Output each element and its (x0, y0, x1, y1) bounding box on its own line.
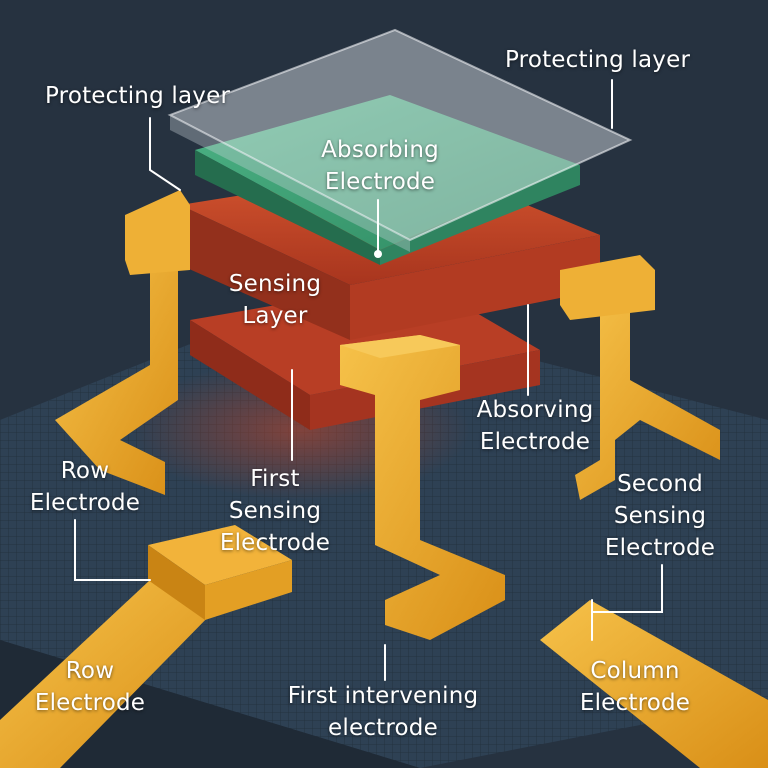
label-protecting-layer-left: Protecting layer (45, 80, 230, 112)
label-line: Row (65, 658, 115, 684)
row-electrode-pad-side (148, 545, 205, 620)
label-protecting-layer-right: Protecting layer (505, 44, 690, 76)
label-line: Electrode (579, 690, 691, 716)
clamp-right (560, 255, 655, 320)
label-line: Electrode (604, 535, 716, 561)
label-second-sensing-electrode: Second Sensing Electrode (595, 468, 725, 564)
label-line: electrode (328, 715, 438, 741)
protecting-layer-glass (167, 28, 633, 242)
label-line: Electrode (29, 490, 141, 516)
row-electrode-lower-bar (0, 580, 215, 768)
sensing-layer-front (350, 235, 600, 340)
leader-second-sensing (591, 564, 663, 613)
label-line: Layer (242, 303, 308, 329)
label-line: Sensing (613, 503, 707, 529)
leader-lines (74, 79, 663, 681)
label-line: Row (60, 458, 110, 484)
label-line: Electrode (479, 429, 591, 455)
label-row-electrode-lower: Row Electrode (20, 655, 160, 719)
label-absorving-electrode: Absorving Electrode (460, 394, 610, 458)
label-column-electrode: Column Electrode (565, 655, 705, 719)
label-absorbing-electrode: Absorbing Electrode (300, 134, 460, 198)
label-line: First intervening (287, 683, 479, 709)
row-electrode-pad-front (205, 560, 292, 620)
label-line: Sensing (228, 498, 322, 524)
label-line: Protecting layer (45, 83, 231, 109)
absorbing-electrode-top (195, 95, 580, 250)
front-clamp-top (340, 335, 460, 358)
row-electrode-leg (55, 258, 178, 495)
sensing-layer-side (180, 205, 350, 340)
label-line: Sensing (228, 271, 322, 297)
label-line: Second (617, 471, 703, 497)
row-electrode-pad-top (148, 525, 292, 585)
leader-protecting-left (149, 117, 181, 191)
absorbing-electrode-side (195, 150, 380, 265)
label-row-electrode-upper: Row Electrode (20, 455, 150, 519)
leader-row-upper (74, 519, 151, 581)
label-first-sensing-electrode: First Sensing Electrode (205, 463, 345, 559)
clamp-left (125, 190, 190, 275)
anchor-dot-absorbing (374, 250, 382, 258)
first-sensing-electrode-side (190, 320, 310, 430)
absorbing-electrode-front (380, 165, 580, 265)
label-line: Absorving (476, 397, 594, 423)
label-line: Protecting layer (505, 47, 691, 73)
label-line: Column (590, 658, 680, 684)
label-line: First (250, 466, 300, 492)
label-line: Electrode (34, 690, 146, 716)
label-first-intervening-electrode: First intervening electrode (268, 680, 498, 744)
column-electrode-bar (540, 600, 768, 768)
label-line: Electrode (324, 169, 436, 195)
label-sensing-layer: Sensing Layer (215, 268, 335, 332)
label-line: Absorbing (321, 137, 439, 163)
second-sensing-electrode-leg (575, 290, 720, 500)
label-line: Electrode (219, 530, 331, 556)
first-intervening-electrode-leg (340, 335, 505, 640)
protecting-layer-edge (170, 115, 410, 252)
